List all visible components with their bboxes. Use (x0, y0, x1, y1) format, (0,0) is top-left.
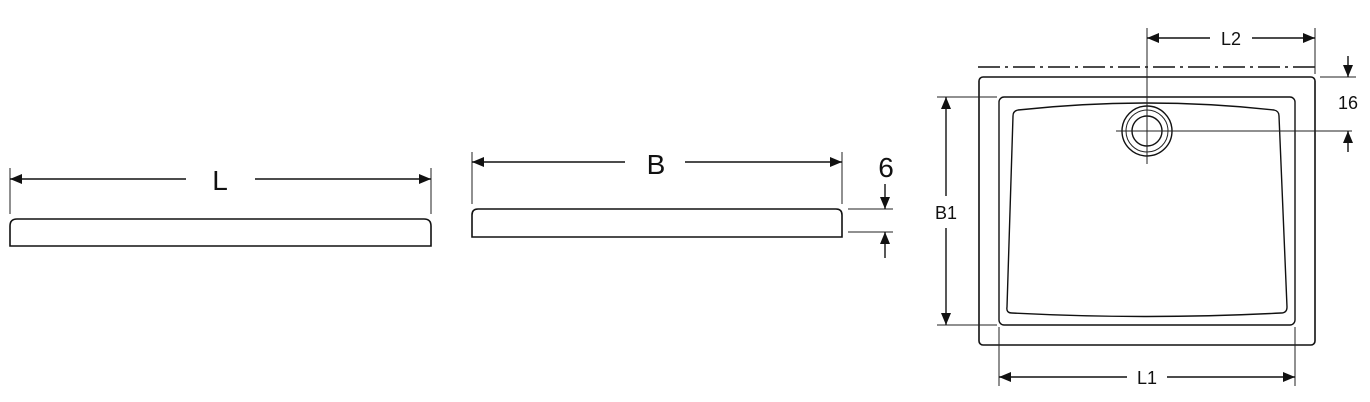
label-l1: L1 (1137, 368, 1157, 388)
label-b: B (647, 149, 666, 180)
side-view-width: B 6 (471, 149, 894, 258)
label-16: 16 (1338, 93, 1358, 113)
label-b1: B1 (935, 203, 957, 223)
side-view-length: L (9, 165, 432, 247)
tray-side-profile-length (9, 218, 432, 247)
plan-view: L2 16 B1 L1 (935, 28, 1358, 388)
label-thickness: 6 (878, 152, 894, 183)
label-l2: L2 (1221, 29, 1241, 49)
tray-side-profile-width (471, 208, 843, 238)
label-l: L (212, 165, 228, 196)
tray-basin (1006, 102, 1288, 318)
